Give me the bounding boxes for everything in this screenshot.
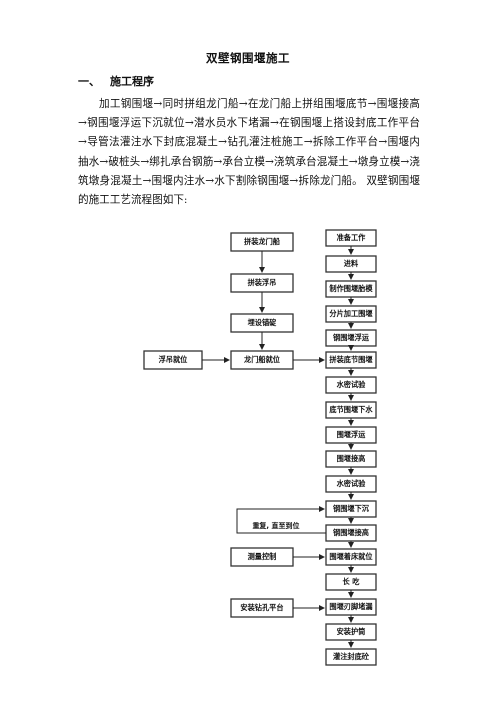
repeat-loop-line (236, 506, 326, 534)
svg-text:埋设锚碇: 埋设锚碇 (248, 318, 278, 327)
svg-text:水密试验: 水密试验 (336, 380, 367, 389)
svg-text:围堰着床就位: 围堰着床就位 (329, 552, 373, 561)
flow-box-pour-seal-concrete: 灌注封底砼 (325, 648, 377, 666)
flow-box-floating-crane-in-place: 浮吊就位 (143, 350, 203, 370)
svg-text:安装护筒: 安装护筒 (337, 627, 366, 636)
flow-box-steel-cofferdam-heightening: 钢围堰接高 (325, 524, 377, 542)
flow-box-assemble-gantry-ship: 拼装龙门船 (230, 232, 294, 252)
flow-box-cofferdam-heightening: 围堰接高 (325, 450, 377, 468)
flow-box-long-eat: 长 吃 (325, 573, 377, 591)
svg-text:围堰接高: 围堰接高 (337, 454, 366, 463)
flow-box-feed-material: 进料 (325, 255, 377, 273)
svg-text:安装钻孔平台: 安装钻孔平台 (240, 603, 283, 612)
section-number: 一、 (78, 75, 100, 88)
flow-box-fabricate-segments: 分片加工围堰 (325, 305, 377, 323)
flow-box-assemble-floating-crane: 拼装浮吊 (230, 273, 294, 293)
svg-text:拼装底节围堰: 拼装底节围堰 (329, 355, 373, 364)
svg-text:长 吃: 长 吃 (343, 577, 361, 586)
flow-box-watertight-test-1: 水密试验 (325, 376, 377, 394)
section-heading: 一、施工程序 (78, 73, 154, 89)
flow-box-gantry-ship-in-place: 龙门船就位 (230, 350, 294, 370)
svg-text:测量控制: 测量控制 (248, 552, 277, 561)
svg-text:拼装浮吊: 拼装浮吊 (248, 278, 277, 287)
svg-text:水密试验: 水密试验 (336, 479, 367, 488)
flow-box-survey-control: 测量控制 (230, 547, 294, 567)
svg-text:钢围堰浮运: 钢围堰浮运 (332, 333, 370, 342)
flow-box-preparation: 准备工作 (325, 229, 377, 247)
svg-text:分片加工围堰: 分片加工围堰 (329, 309, 373, 318)
svg-text:准备工作: 准备工作 (337, 233, 367, 242)
flow-box-cutting-edge-sealing: 围堰刃脚堵漏 (325, 598, 377, 616)
flow-box-steel-cofferdam-sinking: 钢围堰下沉 (325, 500, 377, 518)
flow-box-bury-anchor: 埋设锚碇 (230, 313, 294, 333)
flow-box-make-mold: 制作围堰胎模 (325, 280, 377, 298)
svg-text:钢围堰接高: 钢围堰接高 (332, 528, 369, 537)
svg-text:围堰浮运: 围堰浮运 (337, 430, 367, 439)
svg-text:底节围堰下水: 底节围堰下水 (329, 405, 373, 414)
procedure-paragraph: 加工钢围堰→同时拼组龙门船→在龙门船上拼组围堰底节→围堰接高→钢围堰浮运下沉就位… (78, 98, 420, 207)
document-title: 双壁钢围堰施工 (206, 51, 290, 65)
svg-text:浮吊就位: 浮吊就位 (159, 355, 189, 364)
svg-text:灌注封底砼: 灌注封底砼 (333, 652, 370, 661)
section-title: 施工程序 (110, 75, 154, 88)
repeat-loop-label: 重复, 直至到位 (252, 521, 299, 530)
flow-box-cofferdam-floating: 围堰浮运 (325, 426, 377, 444)
svg-text:钢围堰下沉: 钢围堰下沉 (332, 504, 370, 513)
flow-box-cofferdam-landing: 围堰着床就位 (325, 548, 377, 566)
flow-box-cofferdam-float-transport: 钢围堰浮运 (325, 329, 377, 347)
svg-text:围堰刃脚堵漏: 围堰刃脚堵漏 (329, 602, 372, 611)
flow-box-launch-bottom-section: 底节围堰下水 (325, 401, 377, 419)
svg-text:龙门船就位: 龙门船就位 (243, 355, 281, 364)
flow-box-assemble-bottom-section: 拼装底节围堰 (325, 351, 377, 369)
svg-text:制作围堰胎模: 制作围堰胎模 (329, 284, 373, 293)
svg-text:拼装龙门船: 拼装龙门船 (244, 237, 281, 246)
flow-box-watertight-test-2: 水密试验 (325, 475, 377, 493)
svg-text:进料: 进料 (344, 259, 359, 268)
flow-box-install-drilling-platform: 安装钻孔平台 (230, 598, 294, 618)
flow-box-install-casing: 安装护筒 (325, 623, 377, 641)
